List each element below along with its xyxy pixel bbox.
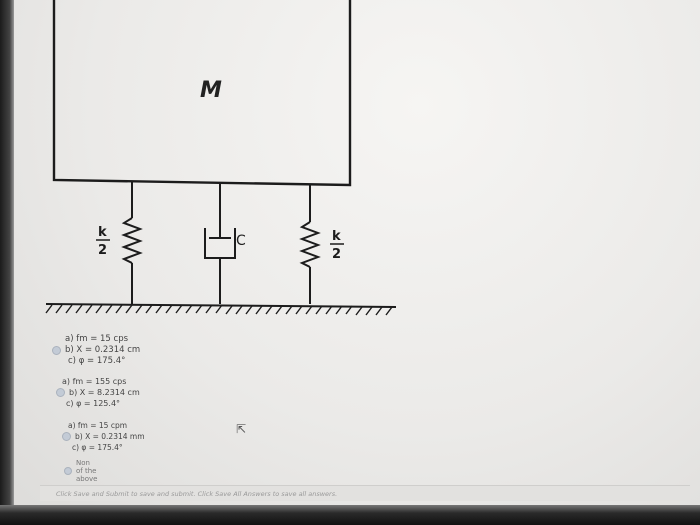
svg-text:2: 2 [332, 247, 341, 262]
ground [45, 303, 397, 316]
footer-hint-bar: Click Save and Submit to save and submit… [40, 485, 690, 501]
spring-left-label: k 2 [96, 225, 110, 258]
option-none[interactable]: Non of the above [64, 459, 97, 483]
option-2-line-c: c) φ = 125.4° [66, 399, 121, 408]
svg-text:2: 2 [98, 243, 107, 258]
spring-left [121, 181, 143, 304]
mass-block [52, 0, 352, 187]
option-1-line-c: c) φ = 175.4° [68, 356, 126, 366]
svg-text:k: k [98, 225, 107, 240]
monitor-bezel-bottom [0, 505, 700, 525]
spring-right-label: k 2 [330, 229, 344, 262]
option-3-line-b: b) X = 0.2314 mm [75, 432, 145, 441]
monitor-bezel-left [0, 0, 14, 525]
option-none-radio[interactable] [64, 467, 72, 475]
option-1[interactable]: a) fm = 15 cps b) X = 0.2314 cm c) φ = 1… [52, 334, 140, 367]
mouse-cursor-icon: ⇱ [236, 422, 247, 436]
option-3-line-c: c) φ = 175.4° [72, 443, 123, 452]
option-1-radio[interactable] [52, 346, 61, 355]
option-3-radio[interactable] [62, 432, 71, 441]
option-1-line-b: b) X = 0.2314 cm [65, 345, 141, 355]
svg-text:k: k [332, 229, 341, 244]
option-none-label: Non of the above [76, 459, 98, 483]
option-2-line-b: b) X = 8.2314 cm [69, 388, 140, 397]
mass-label: M [200, 78, 222, 103]
damper [204, 183, 236, 304]
option-2-line-a: a) fm = 155 cps [62, 377, 127, 386]
damper-label: C [236, 233, 246, 249]
footer-hint-text: Click Save and Submit to save and submit… [56, 490, 338, 498]
option-2-radio[interactable] [56, 388, 65, 397]
option-1-line-a: a) fm = 15 cps [65, 334, 129, 344]
option-3[interactable]: a) fm = 15 cpm b) X = 0.2314 mm c) φ = 1… [62, 420, 145, 453]
option-2[interactable]: a) fm = 155 cps b) X = 8.2314 cm c) φ = … [56, 376, 140, 409]
spring-right [299, 185, 321, 304]
option-3-line-a: a) fm = 15 cpm [68, 421, 128, 430]
